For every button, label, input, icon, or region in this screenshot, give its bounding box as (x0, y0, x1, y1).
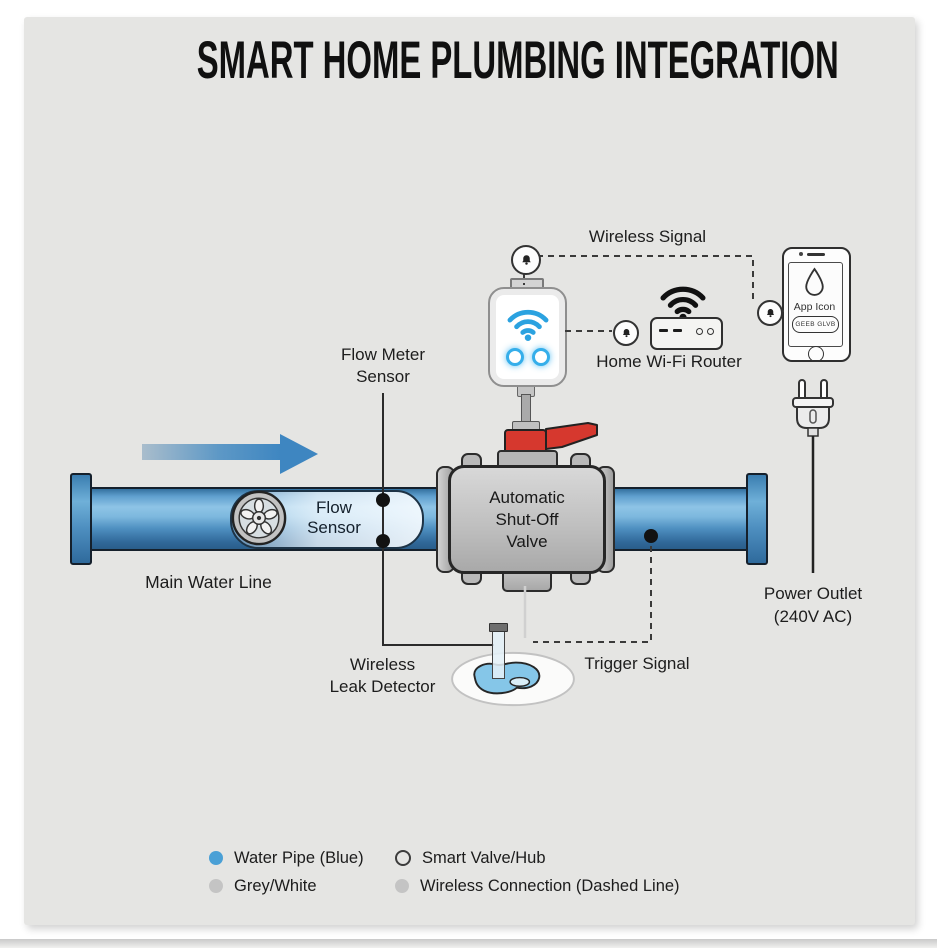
main-water-pipe-right (594, 487, 758, 551)
legend-marker-blue-dot (209, 851, 223, 865)
legend-item-grey-white: Grey/White (209, 876, 317, 896)
router-led-2 (707, 328, 714, 335)
bell-icon (622, 328, 630, 337)
legend-item-wireless-connection: Wireless Connection (Dashed Line) (395, 876, 680, 896)
trigger-signal-label: Trigger Signal (584, 654, 690, 673)
hub-wifi-icon (507, 309, 548, 341)
power-plug-icon (792, 379, 834, 437)
power-outlet-label: Power Outlet (240V AC) (763, 584, 863, 626)
phone-speaker (807, 253, 825, 256)
legend-marker-grey-dot (395, 879, 409, 893)
valve-handle-icon (504, 422, 598, 454)
page-title: SMART HOME PLUMBING INTEGRATION (196, 31, 839, 90)
signal-node-phone (757, 300, 783, 326)
flow-sensor-impeller-icon (231, 490, 287, 546)
main-water-line-label: Main Water Line (145, 572, 272, 592)
flow-sensor-label: Flow Sensor (307, 498, 361, 537)
water-droplet-icon (805, 267, 824, 296)
legend-marker-grey-dot (209, 879, 223, 893)
app-button: GEEB GLVB (792, 316, 839, 333)
router-dash-1 (659, 329, 668, 332)
signal-node-hub-top (511, 245, 541, 275)
shutoff-valve-body: Automatic Shut-Off Valve (448, 465, 606, 574)
page-bottom-edge (0, 939, 937, 948)
flow-meter-sensor-label: Flow Meter Sensor (340, 345, 426, 386)
leak-sensor-stick (492, 627, 505, 679)
wireless-signal-label: Wireless Signal (588, 227, 707, 246)
flow-sensor-dot-top (376, 493, 390, 507)
app-icon-label: App Icon (793, 301, 836, 313)
pipe-flange-right (746, 473, 768, 565)
router-dash-2 (673, 329, 682, 332)
home-wifi-router-label: Home Wi-Fi Router (596, 352, 742, 371)
legend-item-water-pipe: Water Pipe (Blue) (209, 848, 364, 868)
hub-led-left (505, 348, 524, 366)
bell-icon (521, 254, 531, 265)
trigger-signal-dot (644, 529, 658, 543)
router-led-1 (696, 328, 703, 335)
phone-home-button (808, 346, 824, 362)
phone-camera-dot (799, 252, 803, 256)
legend-item-smart-valve: Smart Valve/Hub (395, 848, 546, 868)
router-wifi-icon (660, 286, 706, 321)
water-puddle-icon (451, 651, 575, 707)
smart-hub (488, 287, 567, 387)
legend-marker-open-circle (395, 850, 411, 866)
flow-direction-arrow-icon (142, 434, 318, 474)
leak-sensor-cap (489, 623, 508, 632)
flow-sensor-dot-bottom (376, 534, 390, 548)
wireless-leak-detector-label: Wireless Leak Detector (329, 655, 436, 696)
signal-node-router (613, 320, 639, 346)
pipe-flange-left (70, 473, 92, 565)
bell-icon (766, 308, 774, 317)
hub-led-right (531, 348, 550, 366)
